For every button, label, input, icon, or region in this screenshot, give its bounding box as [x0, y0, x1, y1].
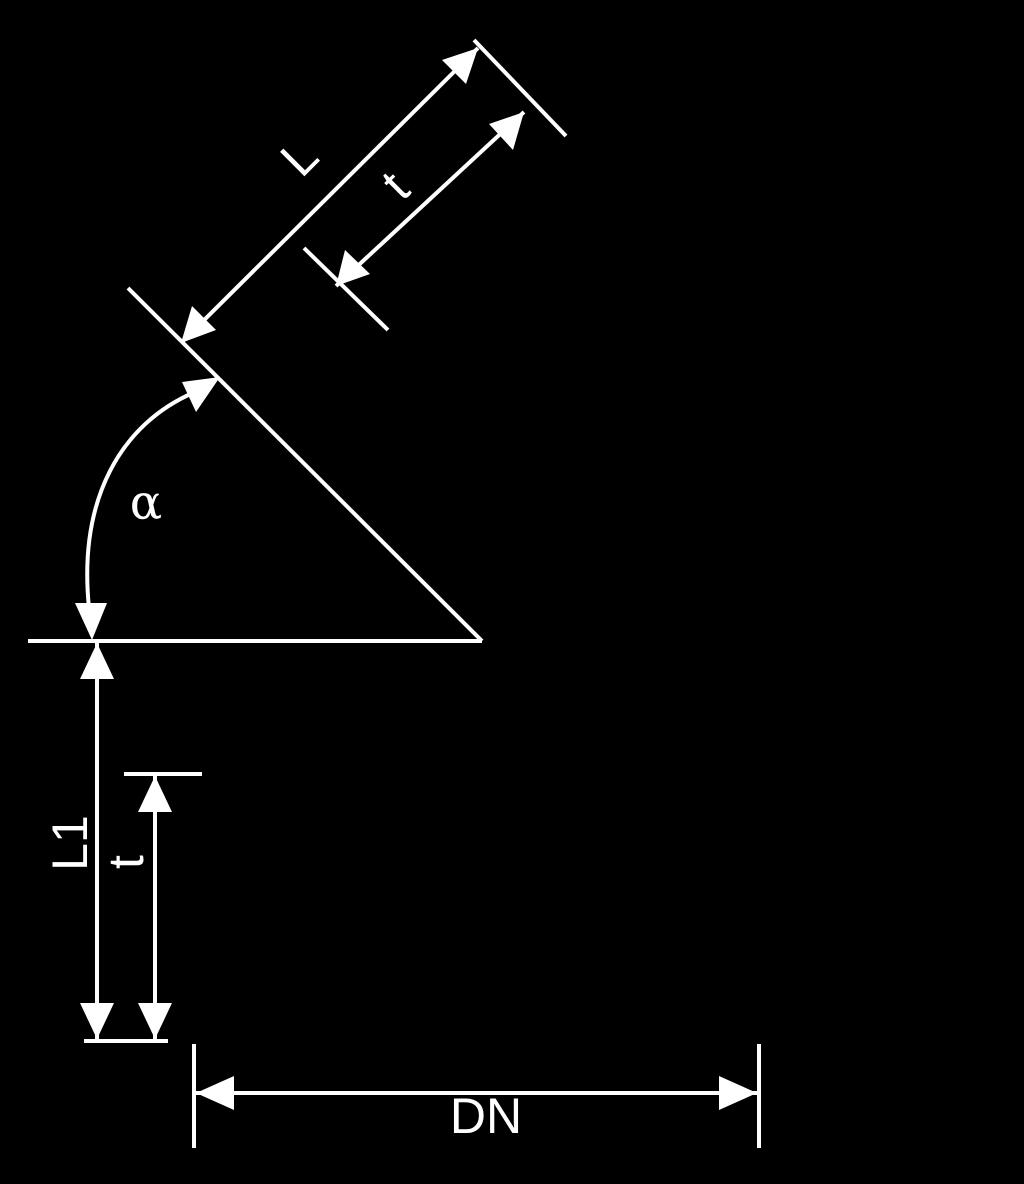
arrowhead-t-side-top — [138, 776, 172, 812]
arrowhead-l1-bottom — [80, 1003, 114, 1039]
angle-arc — [85, 390, 196, 609]
arrowhead-t-top-top — [489, 112, 524, 150]
label-t-top: t — [371, 161, 420, 210]
extension-line-t-start — [302, 246, 390, 332]
label-l: L — [270, 128, 329, 187]
label-dn: DN — [450, 1088, 522, 1144]
arrowhead-angle-bottom — [75, 603, 107, 640]
arrowhead-t-side-bottom — [138, 1003, 172, 1039]
dimension-line-l — [179, 46, 480, 345]
arrowhead-dn-left — [196, 1076, 234, 1110]
arrowhead-l-bottom — [181, 306, 216, 343]
chamfer-line — [126, 286, 484, 643]
arrowhead-dn-right — [719, 1076, 757, 1110]
extension-line-l-end — [472, 38, 568, 138]
arrowhead-t-top-bottom — [336, 250, 370, 286]
label-alpha: α — [130, 475, 162, 531]
label-t-side: t — [98, 855, 154, 869]
arrowhead-angle-top — [182, 377, 220, 412]
arrowhead-l1-top — [80, 643, 114, 679]
arrowhead-l-top — [442, 48, 478, 84]
dimension-line-t-top — [334, 110, 526, 288]
label-l1: L1 — [42, 815, 98, 871]
